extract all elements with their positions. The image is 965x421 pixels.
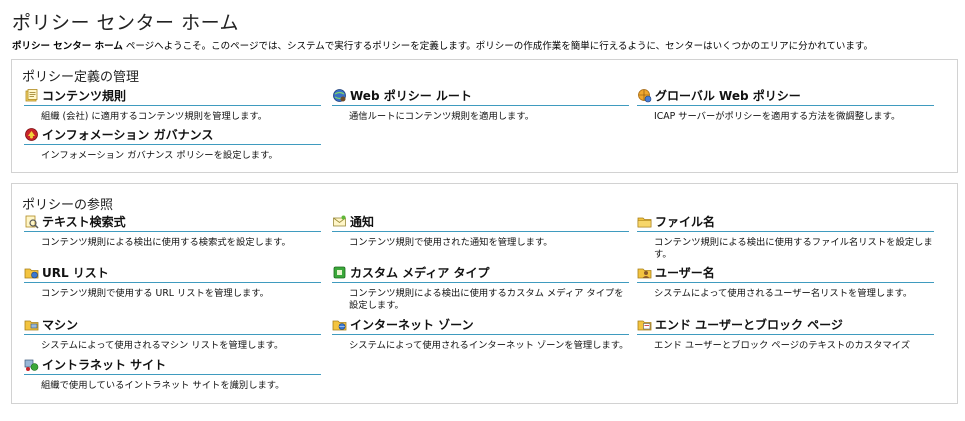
item-file-names: ファイル名 コンテンツ規則による検出に使用するファイル名リストを設定します。	[637, 213, 934, 261]
item-internet-zones: インターネット ゾーン システムによって使用されるインターネット ゾーンを管理し…	[332, 316, 629, 352]
intro-rest: ページへようこそ。このページでは、システムで実行するポリシーを定義します。ポリシ…	[122, 41, 873, 52]
item-intranet-sites-link[interactable]: イントラネット サイト	[24, 356, 321, 375]
item-desc: 組織で使用しているイントラネット サイトを識別します。	[41, 380, 285, 391]
item-title: インフォメーション ガバナンス	[42, 128, 214, 142]
section-title-management: ポリシー定義の管理	[22, 70, 140, 85]
section-title-references: ポリシーの参照	[22, 198, 114, 213]
machine-icon	[24, 317, 39, 332]
item-title: マシン	[42, 318, 79, 332]
intranet-icon	[24, 357, 39, 372]
item-title: カスタム メディア タイプ	[350, 266, 490, 280]
item-desc: システムによって使用されるインターネット ゾーンを管理します。	[349, 340, 629, 351]
item-machines-link[interactable]: マシン	[24, 316, 321, 335]
item-title: 通知	[350, 215, 375, 229]
item-url-lists-link[interactable]: URL リスト	[24, 264, 321, 283]
item-content-rules: コンテンツ規則 組織 (会社) に適用するコンテンツ規則を管理します。	[24, 87, 321, 123]
item-desc: 通信ルートにコンテンツ規則を適用します。	[349, 111, 535, 122]
item-desc: ICAP サーバーがポリシーを適用する方法を微調整します。	[654, 111, 901, 122]
item-information-governance-link[interactable]: インフォメーション ガバナンス	[24, 126, 321, 145]
item-global-web-policy: グローバル Web ポリシー ICAP サーバーがポリシーを適用する方法を微調整…	[637, 87, 934, 123]
policy-management-panel: ポリシー定義の管理 コンテンツ規則 組織 (会社) に適用するコンテンツ規則を管…	[11, 59, 958, 173]
document-rules-icon	[24, 88, 39, 103]
item-desc: コンテンツ規則で使用された通知を管理します。	[349, 237, 553, 248]
item-url-lists: URL リスト コンテンツ規則で使用する URL リストを管理します。	[24, 264, 321, 300]
item-desc: コンテンツ規則による検出に使用するファイル名リストを設定します。	[654, 237, 933, 260]
item-file-names-link[interactable]: ファイル名	[637, 213, 934, 232]
page-title: ポリシー センター ホーム	[12, 12, 240, 34]
item-desc: システムによって使用されるユーザー名リストを管理します。	[654, 288, 913, 299]
notification-icon	[332, 214, 347, 229]
item-custom-media-types-link[interactable]: カスタム メディア タイプ	[332, 264, 629, 283]
item-machines: マシン システムによって使用されるマシン リストを管理します。	[24, 316, 321, 352]
media-type-icon	[332, 265, 347, 280]
item-internet-zones-link[interactable]: インターネット ゾーン	[332, 316, 629, 335]
internet-zone-icon	[332, 317, 347, 332]
intro-text: ポリシー センター ホーム ページへようこそ。このページでは、システムで実行する…	[12, 38, 873, 52]
item-text-search: テキスト検索式 コンテンツ規則による検出に使用する検索式を設定します。	[24, 213, 321, 249]
text-search-icon	[24, 214, 39, 229]
item-web-policy-routes-link[interactable]: Web ポリシー ルート	[332, 87, 629, 106]
web-route-icon	[332, 88, 347, 103]
item-desc: コンテンツ規則による検出に使用するカスタム メディア タイプを設定します。	[349, 288, 624, 311]
item-information-governance: インフォメーション ガバナンス インフォメーション ガバナンス ポリシーを設定し…	[24, 126, 321, 162]
item-title: インターネット ゾーン	[350, 318, 474, 332]
folder-icon	[637, 214, 652, 229]
url-list-icon	[24, 265, 39, 280]
item-title: URL リスト	[42, 266, 109, 280]
item-desc: システムによって使用されるマシン リストを管理します。	[41, 340, 284, 351]
item-notifications: 通知 コンテンツ規則で使用された通知を管理します。	[332, 213, 629, 249]
item-title: イントラネット サイト	[42, 358, 167, 372]
item-intranet-sites: イントラネット サイト 組織で使用しているイントラネット サイトを識別します。	[24, 356, 321, 392]
item-global-web-policy-link[interactable]: グローバル Web ポリシー	[637, 87, 934, 106]
item-desc: 組織 (会社) に適用するコンテンツ規則を管理します。	[41, 111, 268, 122]
block-page-icon	[637, 317, 652, 332]
intro-bold: ポリシー センター ホーム	[12, 41, 123, 52]
user-folder-icon	[637, 265, 652, 280]
item-text-search-link[interactable]: テキスト検索式	[24, 213, 321, 232]
item-desc: インフォメーション ガバナンス ポリシーを設定します。	[41, 150, 278, 161]
governance-icon	[24, 127, 39, 142]
item-web-policy-routes: Web ポリシー ルート 通信ルートにコンテンツ規則を適用します。	[332, 87, 629, 123]
item-custom-media-types: カスタム メディア タイプ コンテンツ規則による検出に使用するカスタム メディア…	[332, 264, 629, 312]
policy-references-panel: ポリシーの参照 テキスト検索式 コンテンツ規則による検出に使用する検索式を設定し…	[11, 183, 958, 404]
item-desc: コンテンツ規則で使用する URL リストを管理します。	[41, 288, 269, 299]
item-end-user-block-pages: エンド ユーザーとブロック ページ エンド ユーザーとブロック ページのテキスト…	[637, 316, 934, 352]
item-end-user-block-pages-link[interactable]: エンド ユーザーとブロック ページ	[637, 316, 934, 335]
item-user-names-link[interactable]: ユーザー名	[637, 264, 934, 283]
item-title: エンド ユーザーとブロック ページ	[655, 318, 843, 332]
item-desc: コンテンツ規則による検出に使用する検索式を設定します。	[41, 237, 291, 248]
item-title: グローバル Web ポリシー	[655, 89, 801, 103]
global-globe-icon	[637, 88, 652, 103]
item-desc: エンド ユーザーとブロック ページのテキストのカスタマイズ	[654, 340, 910, 351]
item-title: ユーザー名	[655, 266, 715, 280]
item-content-rules-link[interactable]: コンテンツ規則	[24, 87, 321, 106]
item-title: Web ポリシー ルート	[350, 89, 472, 103]
item-title: テキスト検索式	[42, 215, 126, 229]
item-title: ファイル名	[655, 215, 716, 229]
item-title: コンテンツ規則	[42, 89, 127, 103]
item-notifications-link[interactable]: 通知	[332, 213, 629, 232]
item-user-names: ユーザー名 システムによって使用されるユーザー名リストを管理します。	[637, 264, 934, 300]
